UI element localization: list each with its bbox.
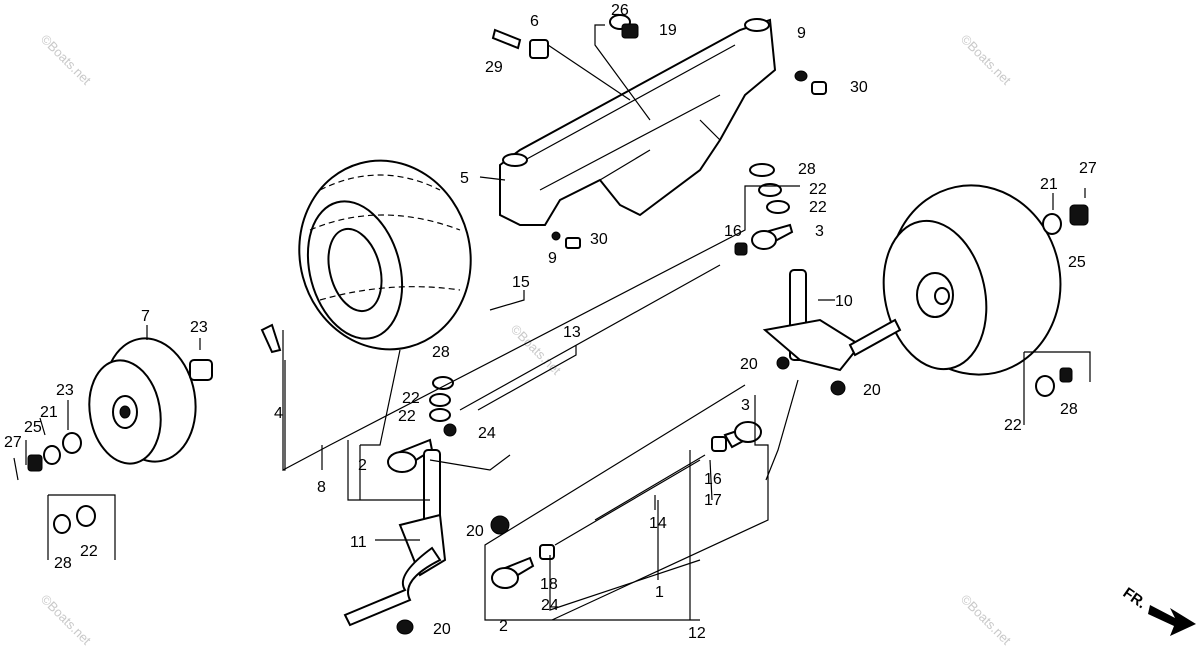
callout-22-right-a: 22 [809,181,827,198]
arrow-icon [1148,605,1196,636]
callout-30-top: 30 [850,79,868,96]
callout-26: 26 [611,2,629,19]
tire-left [298,159,472,351]
axle-beam [499,18,777,226]
callout-22-bottom-left: 22 [80,543,98,560]
callout-29: 29 [485,59,503,76]
leader-lines [25,24,1091,621]
callout-22-right-b: 22 [809,199,827,216]
callout-13: 13 [563,324,581,341]
callout-2-bottom: 2 [499,618,508,635]
callout-22-left-a: 22 [402,390,420,407]
callout-28-left: 28 [432,344,450,361]
small-parts [13,14,1089,635]
callout-3-bottom: 3 [741,397,750,414]
callout-30-mid: 30 [590,231,608,248]
callout-7: 7 [141,308,150,325]
callout-10: 10 [835,293,853,310]
callout-20-a: 20 [740,356,758,373]
callout-28-bottom-left: 28 [54,555,72,572]
knuckle-right [762,269,902,372]
rods [459,264,721,546]
callout-25-left: 25 [24,419,42,436]
callout-21-left: 21 [40,404,58,421]
callout-6: 6 [530,13,539,30]
callout-8: 8 [317,479,326,496]
callout-15: 15 [512,274,530,291]
callout-24-bottom: 24 [541,597,559,614]
watermark-1: ©Boats.net [38,32,94,88]
callout-5: 5 [460,170,469,187]
watermark-3: ©Boats.net [508,322,564,378]
callout-2-top: 2 [358,457,367,474]
callout-9-top: 9 [797,25,806,42]
callout-14: 14 [649,515,667,532]
knuckle-left [343,449,447,627]
callout-3-top: 3 [815,223,824,240]
front-direction-indicator: FR. [1120,584,1196,636]
callout-21-right: 21 [1040,176,1058,193]
callout-27-right: 27 [1079,160,1097,177]
callout-12: 12 [688,625,706,642]
callout-16-top: 16 [724,223,742,240]
callout-24-top: 24 [478,425,496,442]
callout-16-bottom: 16 [704,471,722,488]
callout-28-right: 28 [798,161,816,178]
callout-25-right: 25 [1068,254,1086,271]
callout-9-mid: 9 [548,250,557,267]
callout-20-d: 20 [433,621,451,638]
watermark-5: ©Boats.net [38,592,94,648]
callout-28-far-right: 28 [1060,401,1078,418]
callout-22-left-b: 22 [398,408,416,425]
callout-23-top: 23 [190,319,208,336]
callouts: 26 19 6 29 9 30 5 28 22 22 3 16 30 9 15 … [4,2,1097,642]
direction-label: FR. [1120,584,1150,612]
callout-20-c: 20 [466,523,484,540]
callout-27-left: 27 [4,434,22,451]
callout-17: 17 [704,492,722,509]
callout-22-far-right: 22 [1004,417,1022,434]
callout-19: 19 [659,22,677,39]
callout-11: 11 [350,534,367,551]
wheel-rim [88,337,197,465]
callout-20-b: 20 [863,382,881,399]
watermark-4: ©Boats.net [958,592,1014,648]
watermark-2: ©Boats.net [958,32,1014,88]
callout-18: 18 [540,576,558,593]
callout-1: 1 [655,584,664,601]
callout-23-left: 23 [56,382,74,399]
callout-4: 4 [274,405,283,422]
tie-rod-ends [387,223,794,589]
tire-right [882,184,1062,376]
